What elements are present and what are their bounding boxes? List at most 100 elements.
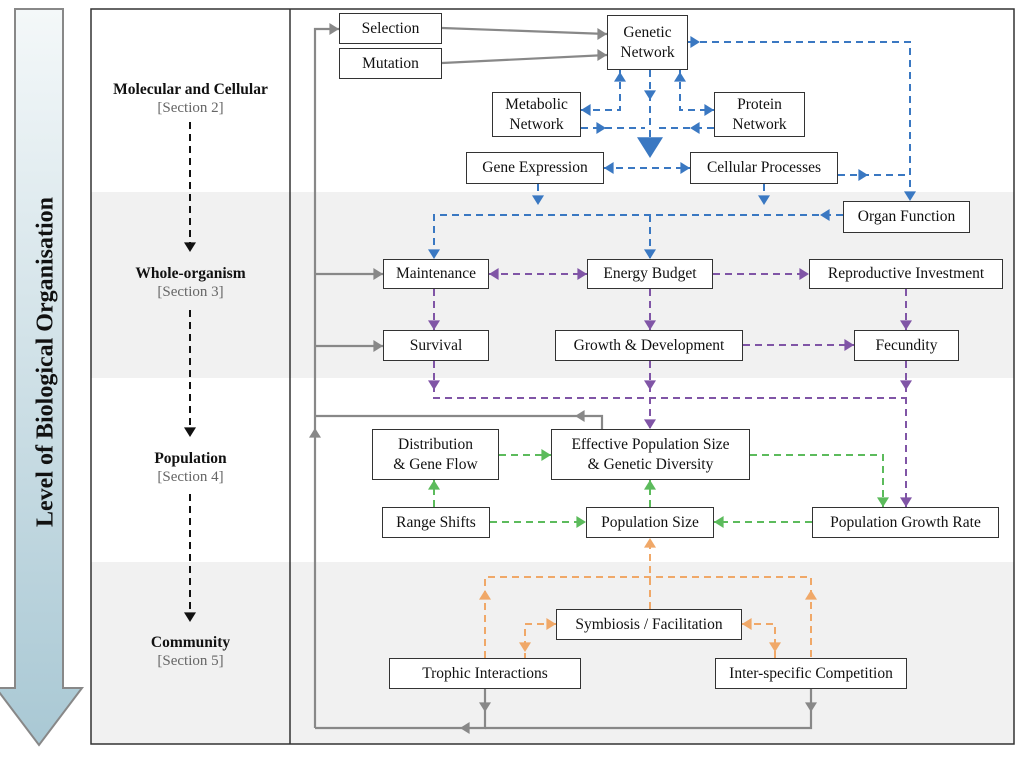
node-interspecific-competition: Inter-specific Competition [715,658,907,689]
selection-to-genetic-link [441,26,608,36]
maintenance-arrowhead [428,249,440,259]
maintenance-left-arrowhead [489,268,499,280]
level-arrowhead-molecular [184,242,196,252]
growth-arrowhead [644,320,656,330]
growth-fecundity-arrowhead [844,339,854,351]
band-community [91,562,1014,744]
competition-up-arrowhead [805,590,817,600]
genetic-up-arrowhead-right [674,72,686,82]
level-whole-organism: Whole-organism [Section 3] [92,265,289,301]
metabolic-arrowhead [581,104,591,116]
range-popsize-arrowhead [576,516,586,528]
network-merge-arrowhead [637,137,663,158]
level-name: Whole-organism [135,265,246,282]
organ-function-arrowhead [904,191,916,201]
node-energy-budget: Energy Budget [587,259,713,289]
node-distribution-gene-flow: Distribution & Gene Flow [372,429,499,480]
genetic-metabolic-link [581,70,621,111]
symbiosis-left-arrowhead [546,618,556,630]
level-section: [Section 4] [157,469,224,485]
growthrate-popsize-arrowhead [714,516,724,528]
energy-right-arrowhead [577,268,587,280]
feedback-maintenance-arrowhead [373,268,383,280]
node-survival: Survival [383,330,489,361]
genetic-right-arrowhead [690,36,700,48]
fecundity-down-arrowhead [900,380,912,390]
node-maintenance: Maintenance [383,259,489,289]
protein-arrowhead [704,104,714,116]
distribution-up-arrowhead [428,480,440,490]
axis-title: Level of Biological Organisation [32,197,59,527]
node-protein-network: Protein Network [714,92,805,137]
level-arrowhead-organism [184,427,196,437]
selection-arrowhead [597,28,607,40]
growth-down-arrowhead [644,380,656,390]
mutation-to-genetic-link [441,53,608,65]
fecundity-arrowhead [900,320,912,330]
node-genetic-network: Genetic Network [607,15,688,70]
organ-to-maintenance-link [433,214,843,259]
level-name: Population [154,450,227,467]
level-population: Population [Section 4] [92,450,289,486]
feedback-up-arrowhead [309,428,321,438]
expression-down-arrowhead [532,195,544,205]
cellular-down-arrowhead [758,195,770,205]
node-gene-expression: Gene Expression [466,152,604,184]
effective-growthrate-arrowhead [877,497,889,507]
energy-arrowhead [644,249,656,259]
genetic-protein-link [679,70,714,111]
level-section: [Section 5] [157,653,224,669]
mutation-arrowhead [597,49,607,61]
level-name: Molecular and Cellular [113,81,268,98]
genetic-to-organ-link [688,41,911,201]
symbiosis-right-arrowhead [742,618,752,630]
diagram-frame [90,8,1015,745]
survival-arrowhead [428,320,440,330]
level-axis-arrow [0,8,85,747]
community-bracket-link [484,576,812,658]
feedback-popsize-link [315,414,604,429]
feedback-popsize-arrowhead [575,410,585,422]
cellular-organ-arrowhead [858,169,868,181]
metabolic-join-arrowhead [596,122,606,134]
genetic-down-arrowhead [644,90,656,100]
level-molecular: Molecular and Cellular [Section 2] [92,81,289,117]
node-symbiosis-facilitation: Symbiosis / Facilitation [556,609,742,640]
growthrate-arrowhead [900,497,912,507]
level-arrowhead-population [184,612,196,622]
feedback-bottom-arrowhead [460,722,470,734]
trophic-down-arrowhead [479,702,491,712]
expression-arrowhead [604,162,614,174]
competition-down-orange-arrowhead [769,642,781,652]
feedback-survival-arrowhead [373,340,383,352]
cellular-arrowhead [680,162,690,174]
reproductive-arrowhead [799,268,809,280]
node-range-shifts: Range Shifts [382,507,490,538]
feedback-competition-link [485,689,813,730]
node-population-size: Population Size [586,507,714,538]
node-metabolic-network: Metabolic Network [492,92,581,137]
popsize-up-arrowhead [644,480,656,490]
node-selection: Selection [339,13,442,44]
node-effective-population-size: Effective Population Size & Genetic Dive… [551,429,750,480]
node-reproductive-investment: Reproductive Investment [809,259,1003,289]
trophic-down-orange-arrowhead [519,642,531,652]
trophic-up-arrowhead [479,590,491,600]
node-fecundity: Fecundity [854,330,959,361]
effective-growthrate-link [750,454,884,507]
node-growth-development: Growth & Development [555,330,743,361]
feedback-selection-arrowhead [329,23,339,35]
node-mutation: Mutation [339,48,442,79]
node-population-growth-rate: Population Growth Rate [812,507,999,538]
level-section: [Section 3] [157,284,224,300]
survival-collector-link [433,361,906,399]
genetic-up-arrowhead-left [614,72,626,82]
level-name: Community [150,634,231,651]
survival-down-arrowhead [428,380,440,390]
level-section: [Section 2] [157,100,224,116]
node-cellular-processes: Cellular Processes [690,152,838,184]
node-organ-function: Organ Function [843,201,970,233]
level-community: Community [Section 5] [92,634,289,670]
competition-down-arrowhead [805,702,817,712]
effective-down-arrowhead [644,419,656,429]
